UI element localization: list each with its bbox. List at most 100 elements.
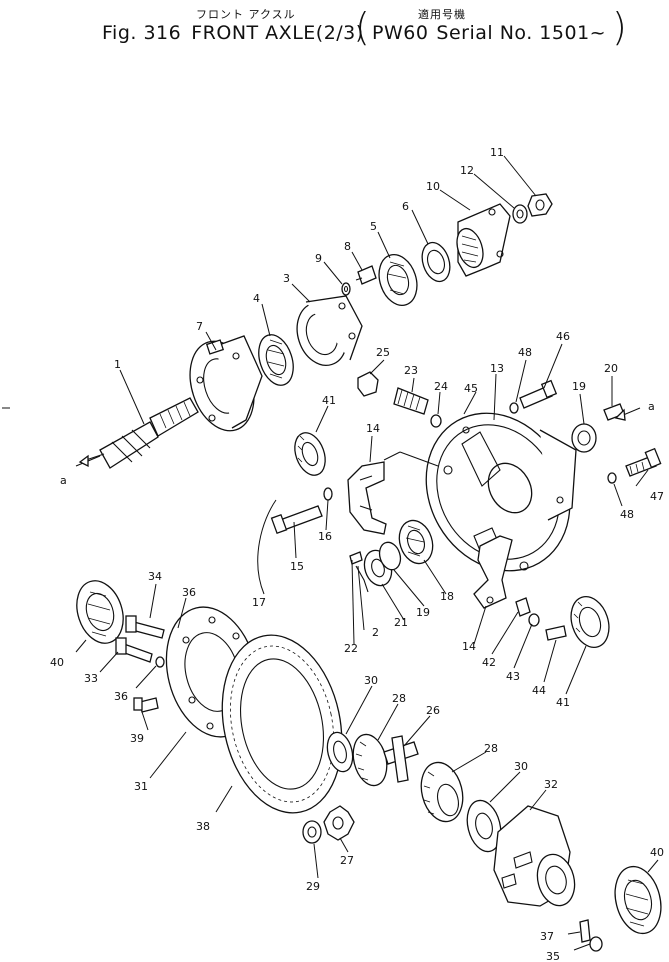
part-bearing-18[interactable] bbox=[394, 516, 438, 568]
callout-28-lower[interactable]: 28 bbox=[484, 742, 498, 755]
callout-9[interactable]: 9 bbox=[315, 252, 322, 265]
callout-19-right[interactable]: 19 bbox=[572, 380, 586, 393]
part-nut-11[interactable] bbox=[527, 193, 553, 217]
callout-43[interactable]: 43 bbox=[506, 670, 520, 683]
part-cage-3[interactable] bbox=[289, 295, 363, 372]
callout-1[interactable]: 1 bbox=[114, 358, 121, 371]
callout-15[interactable]: 15 bbox=[290, 560, 304, 573]
callout-24[interactable]: 24 bbox=[434, 380, 448, 393]
callout-5[interactable]: 5 bbox=[370, 220, 377, 233]
callout-8[interactable]: 8 bbox=[344, 240, 351, 253]
part-bolt-46[interactable] bbox=[519, 379, 558, 409]
callout-38[interactable]: 38 bbox=[196, 820, 210, 833]
callout-10[interactable]: 10 bbox=[426, 180, 440, 193]
part-adjust-screw-23[interactable] bbox=[393, 387, 429, 415]
callout-34[interactable]: 34 bbox=[148, 570, 162, 583]
part-lock-plate-42[interactable] bbox=[515, 597, 531, 617]
part-bolt-47[interactable] bbox=[625, 447, 662, 477]
part-thrust-washer-30-left[interactable] bbox=[324, 730, 357, 775]
callout-36-lower[interactable]: 36 bbox=[114, 690, 128, 703]
part-adjust-nut-41-upper[interactable] bbox=[289, 429, 330, 480]
part-bearing-cap-14-lower[interactable] bbox=[473, 535, 513, 609]
callout-47[interactable]: 47 bbox=[650, 490, 664, 503]
callout-4[interactable]: 4 bbox=[253, 292, 260, 305]
callout-45[interactable]: 45 bbox=[464, 382, 478, 395]
part-side-gear-28-right[interactable] bbox=[415, 758, 468, 826]
part-ring-gear-38[interactable] bbox=[207, 624, 358, 824]
callout-21[interactable]: 21 bbox=[394, 616, 408, 629]
callout-32[interactable]: 32 bbox=[544, 778, 558, 791]
callout-13[interactable]: 13 bbox=[490, 362, 504, 375]
callout-11[interactable]: 11 bbox=[490, 146, 504, 159]
part-washer-24[interactable] bbox=[430, 414, 442, 428]
callout-25[interactable]: 25 bbox=[376, 346, 390, 359]
callout-31[interactable]: 31 bbox=[134, 780, 148, 793]
callout-39[interactable]: 39 bbox=[130, 732, 144, 745]
part-oil-seal-19-right[interactable] bbox=[571, 423, 597, 453]
part-bolt-15[interactable] bbox=[270, 505, 323, 535]
callout-17[interactable]: 17 bbox=[252, 596, 266, 609]
callout-33[interactable]: 33 bbox=[84, 672, 98, 685]
part-bolt-35[interactable] bbox=[589, 936, 603, 952]
part-washer-48-right[interactable] bbox=[607, 472, 617, 484]
callout-27[interactable]: 27 bbox=[340, 854, 354, 867]
part-bolt-39[interactable] bbox=[133, 697, 159, 713]
callout-14-upper[interactable]: 14 bbox=[366, 422, 380, 435]
part-bearing-4[interactable] bbox=[253, 330, 300, 389]
part-thrust-washer-30-right[interactable] bbox=[462, 797, 506, 855]
part-washer-9[interactable] bbox=[341, 282, 351, 296]
callout-19-left[interactable]: 19 bbox=[416, 606, 430, 619]
callout-7[interactable]: 7 bbox=[196, 320, 203, 333]
callout-29[interactable]: 29 bbox=[306, 880, 320, 893]
callout-30-lower[interactable]: 30 bbox=[514, 760, 528, 773]
part-thrust-washer-29[interactable] bbox=[302, 820, 322, 844]
part-bearing-5[interactable] bbox=[373, 250, 423, 311]
callout-30-upper[interactable]: 30 bbox=[364, 674, 378, 687]
part-nut-25[interactable] bbox=[357, 371, 379, 397]
callout-16[interactable]: 16 bbox=[318, 530, 332, 543]
part-bearing-cap-14-upper[interactable] bbox=[347, 461, 387, 535]
part-washer-12[interactable] bbox=[512, 204, 528, 224]
callout-2[interactable]: 2 bbox=[372, 626, 379, 639]
part-bolt-33[interactable] bbox=[115, 637, 153, 663]
part-diff-case-32[interactable] bbox=[493, 805, 580, 910]
callout-3[interactable]: 3 bbox=[283, 272, 290, 285]
callout-12[interactable]: 12 bbox=[460, 164, 474, 177]
part-spider-26[interactable] bbox=[383, 735, 419, 783]
callout-a-left[interactable]: a bbox=[60, 474, 67, 487]
callout-23[interactable]: 23 bbox=[404, 364, 418, 377]
callout-44[interactable]: 44 bbox=[532, 684, 546, 697]
part-lock-43[interactable] bbox=[528, 613, 540, 627]
callout-41-lower[interactable]: 41 bbox=[556, 696, 570, 709]
callout-40-left[interactable]: 40 bbox=[50, 656, 64, 669]
part-bolt-44[interactable] bbox=[545, 625, 567, 641]
part-seal-6[interactable] bbox=[417, 239, 454, 285]
callout-20[interactable]: 20 bbox=[604, 362, 618, 375]
part-bolt-34[interactable] bbox=[125, 615, 165, 639]
part-bearing-40-right[interactable] bbox=[608, 862, 667, 939]
callout-a-right[interactable]: a bbox=[648, 400, 655, 413]
part-pinion-shaft[interactable] bbox=[75, 397, 199, 469]
callout-35[interactable]: 35 bbox=[546, 950, 560, 962]
part-bearing-40-left[interactable] bbox=[69, 575, 131, 649]
part-washer-16[interactable] bbox=[323, 487, 333, 501]
part-lock-37[interactable] bbox=[579, 919, 591, 943]
part-bolt-8[interactable] bbox=[355, 265, 377, 285]
part-side-gear-28-left[interactable] bbox=[348, 731, 392, 789]
callout-18[interactable]: 18 bbox=[440, 590, 454, 603]
part-pinion-gear-27[interactable] bbox=[323, 805, 355, 841]
part-bearing-cage[interactable] bbox=[179, 333, 264, 439]
callout-22[interactable]: 22 bbox=[344, 642, 358, 655]
callout-6[interactable]: 6 bbox=[402, 200, 409, 213]
part-adjust-nut-41-lower[interactable] bbox=[565, 592, 615, 653]
callout-28-upper[interactable]: 28 bbox=[392, 692, 406, 705]
part-oil-seal-19-left[interactable] bbox=[376, 540, 404, 573]
callout-40-right[interactable]: 40 bbox=[650, 846, 664, 859]
callout-14-lower[interactable]: 14 bbox=[462, 640, 476, 653]
part-lock-22[interactable] bbox=[349, 551, 363, 565]
part-washer-49[interactable] bbox=[509, 402, 519, 414]
callout-37[interactable]: 37 bbox=[540, 930, 554, 943]
callout-26[interactable]: 26 bbox=[426, 704, 440, 717]
part-coupling-10[interactable] bbox=[452, 203, 511, 277]
callout-48-right[interactable]: 48 bbox=[620, 508, 634, 521]
